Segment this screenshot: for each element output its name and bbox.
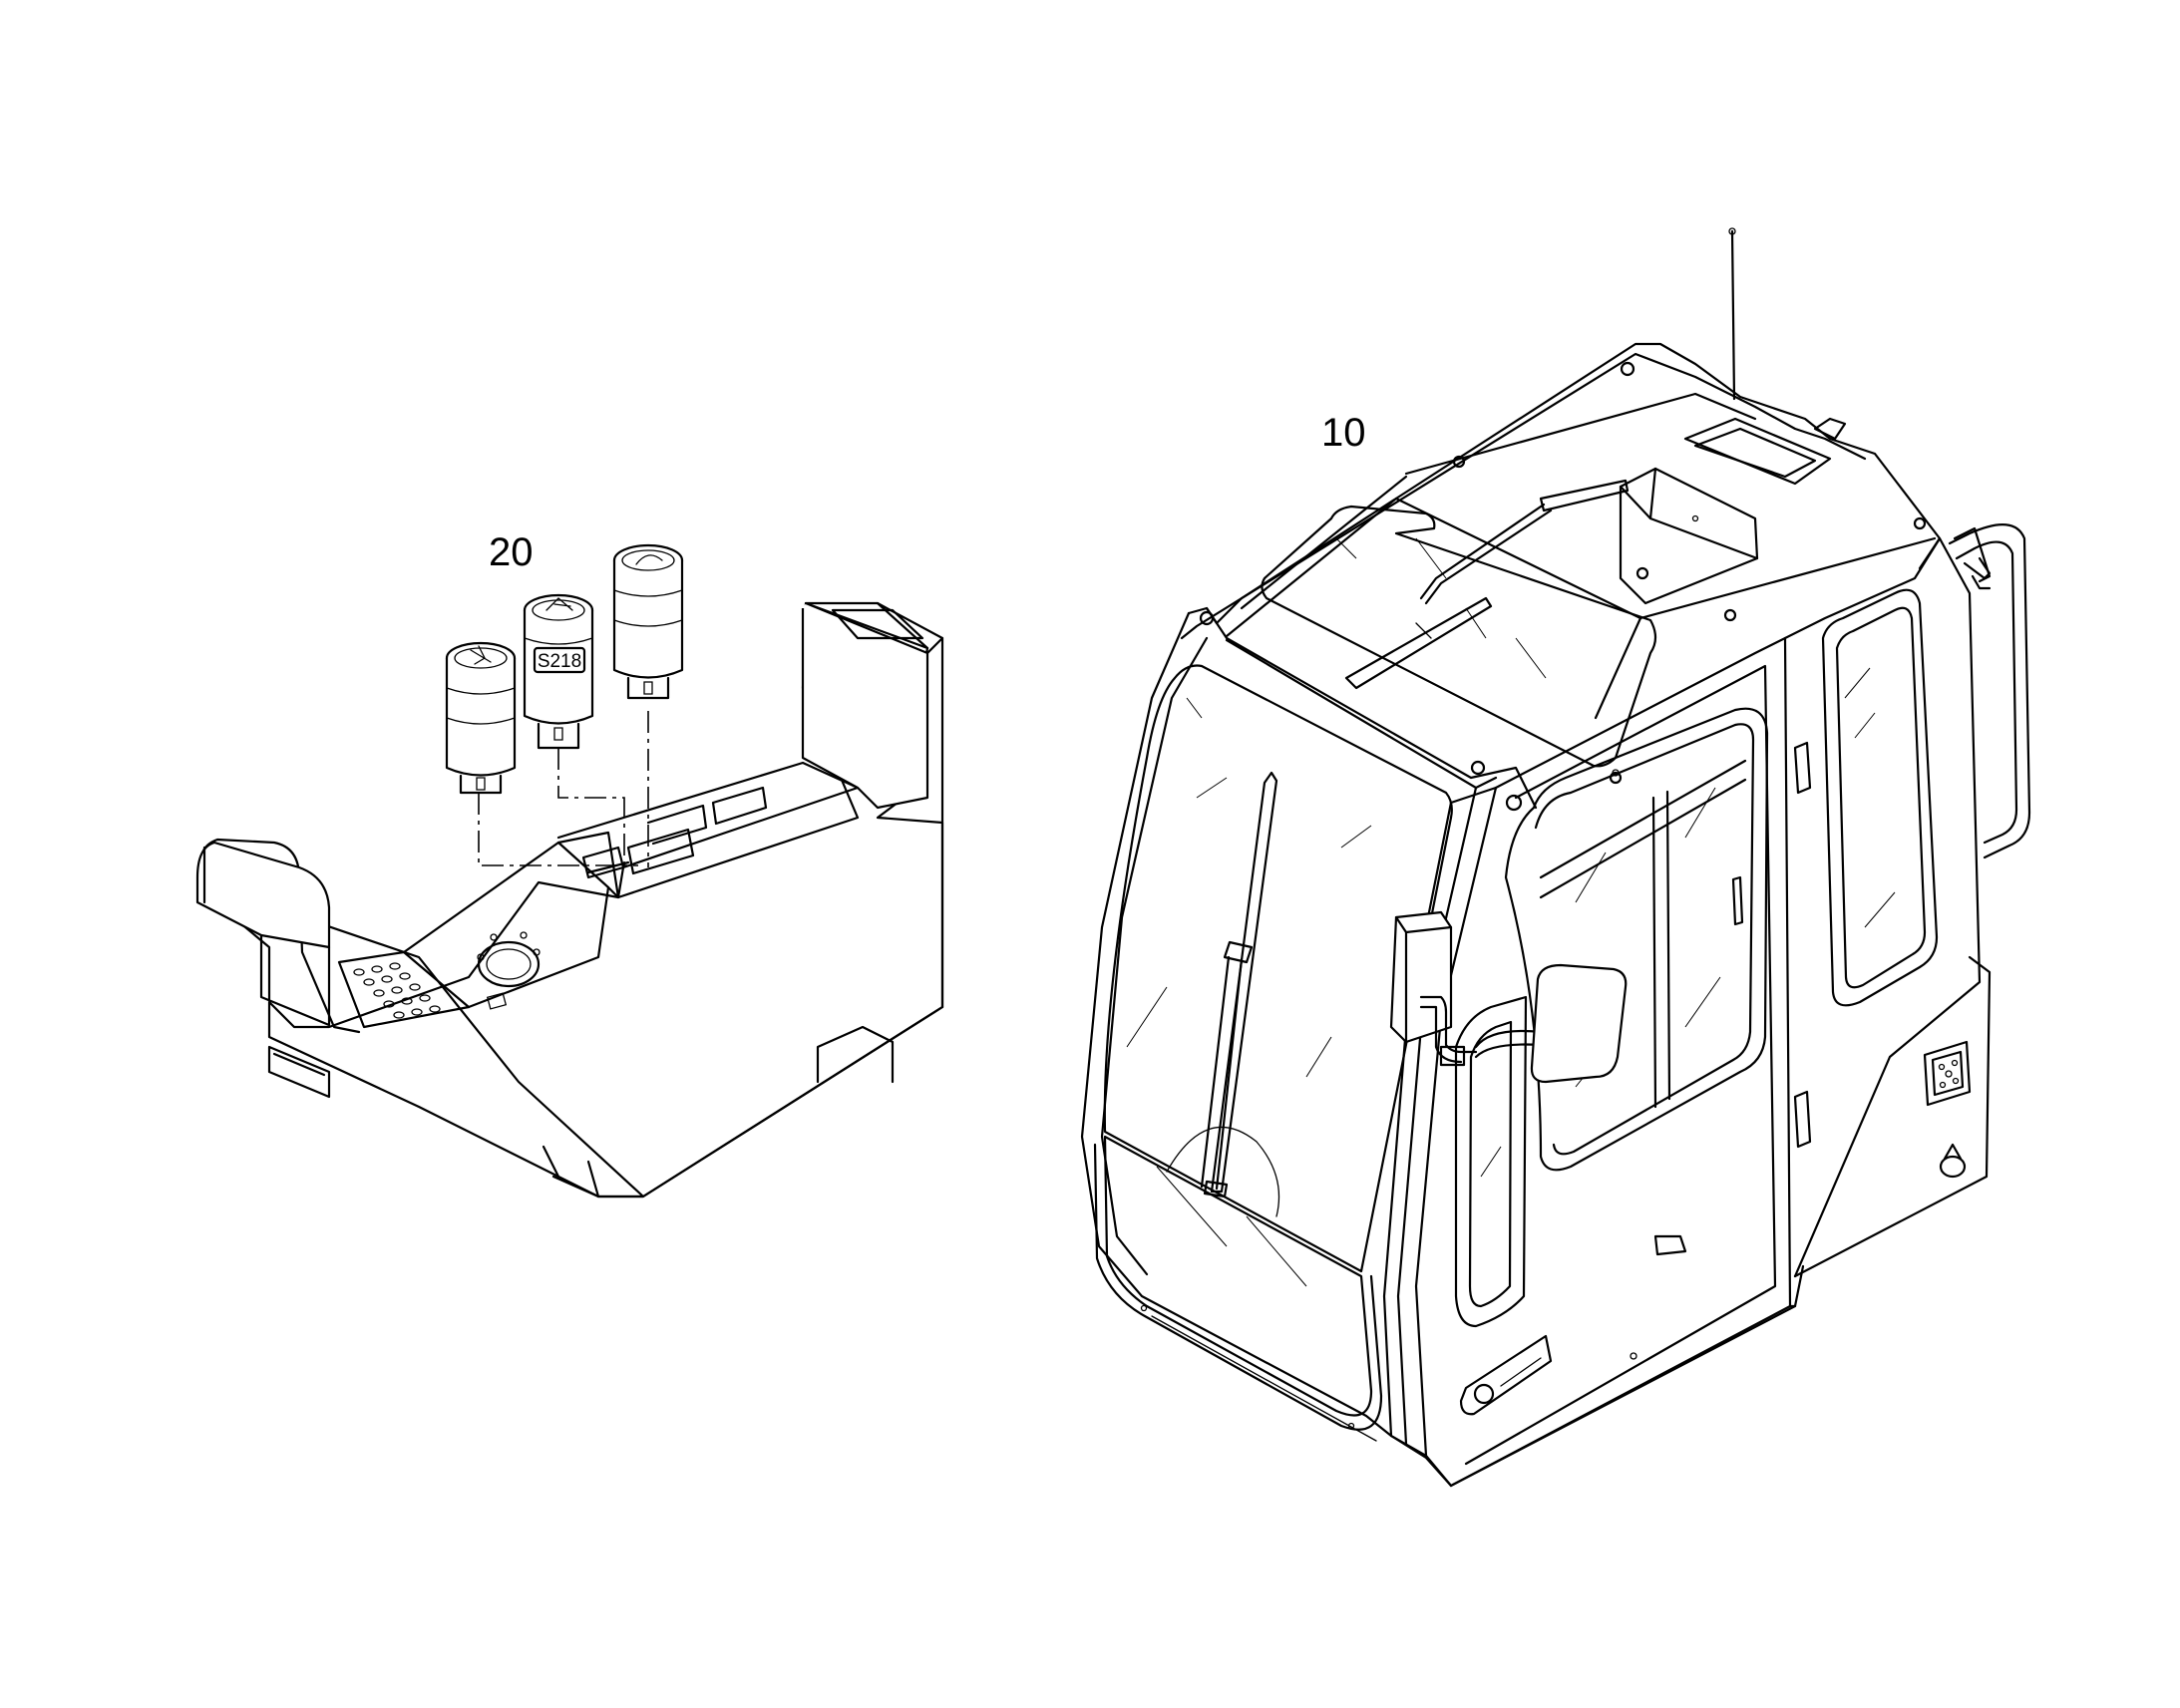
- front-window: [1103, 664, 1453, 1273]
- callout-20: 20: [489, 530, 534, 574]
- rocker-switches: S218: [445, 543, 684, 795]
- switch-label-s218: S218: [538, 651, 581, 672]
- keypad-buttons: [353, 962, 441, 1019]
- rear-plug: [1939, 1143, 1967, 1179]
- switch-2: S218: [523, 593, 594, 750]
- pictogram-icon: [470, 645, 492, 665]
- roof-wiper: [1344, 479, 1630, 690]
- operator-cab: [1080, 227, 2031, 1488]
- switch-leader-lines: [478, 711, 649, 870]
- side-mirror: [1389, 910, 1628, 1084]
- lower-front-window: [1103, 1135, 1373, 1417]
- front-wiper: [1166, 771, 1280, 1217]
- handrail: [1948, 523, 2031, 859]
- roof-bolts: [1199, 361, 1927, 812]
- switch-3: [612, 543, 684, 700]
- pictogram-icon: [545, 597, 573, 611]
- rear-side-window: [1821, 588, 1939, 1007]
- switch-1: [445, 641, 517, 795]
- door-handle: [1459, 1334, 1553, 1416]
- pictogram-icon: [635, 554, 663, 565]
- control-console: [195, 601, 944, 1198]
- rear-panel-badge: [1923, 1040, 1972, 1107]
- antenna: [1730, 229, 1736, 401]
- callout-10: 10: [1321, 411, 1366, 455]
- door-window: [1504, 707, 1769, 1172]
- roof-window: [1261, 505, 1657, 768]
